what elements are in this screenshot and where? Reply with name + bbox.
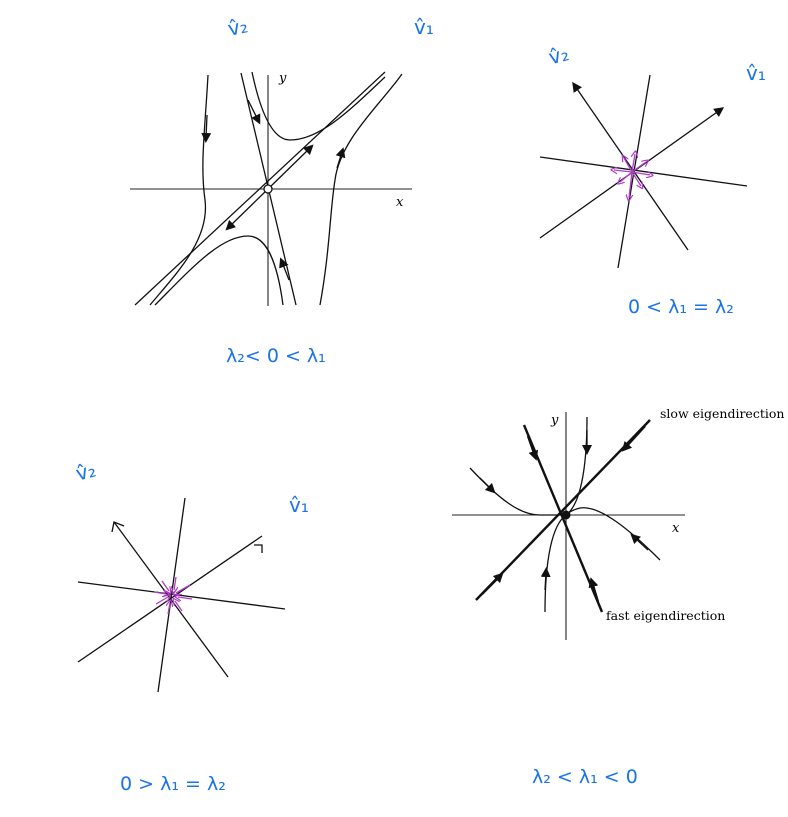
stable-star-v2-tick — [111, 521, 125, 533]
saddle-arrow-out-ne — [267, 144, 314, 190]
saddle-panel: v̂₂ v̂₁ x y λ₂< 0 < λ₁ — [130, 13, 434, 367]
stable-node-panel: x y slow eigendirection fast eigendirect… — [452, 406, 784, 788]
stable-star-v1-tick — [254, 544, 263, 553]
saddle-x-label: x — [396, 195, 404, 210]
stable-star-caption: 0 > λ₁ = λ₂ — [120, 773, 226, 795]
stable-star-inward-arrows — [153, 576, 193, 615]
saddle-trajectory-right-arrow — [335, 147, 346, 169]
stable-star-axis-h — [77, 581, 286, 610]
saddle-trajectory-left-arrow — [201, 114, 212, 143]
unstable-star-outward-arrows — [614, 154, 650, 198]
unstable-star-caption: 0 < λ₁ = λ₂ — [628, 296, 734, 318]
unstable-star-axis-h — [539, 156, 748, 187]
saddle-trajectory-left — [149, 74, 209, 306]
stable-node-trajectory-left-arrow — [479, 477, 496, 494]
stable-node-trajectory-right-arrow — [630, 533, 649, 551]
stable-node-trajectory-right — [565, 507, 661, 561]
stable-node-trajectory-bottom — [544, 514, 567, 613]
saddle-arrow-in-bottom — [279, 257, 290, 281]
saddle-v2-label: v̂₂ — [226, 13, 250, 41]
stable-node-y-label: y — [550, 413, 559, 428]
saddle-trajectory-lower — [154, 235, 284, 306]
saddle-trajectory-upper — [251, 71, 386, 141]
stable-star-v2-label: v̂₂ — [73, 457, 98, 485]
saddle-arrow-in-top — [247, 99, 261, 125]
stable-star-panel: v̂₂ v̂₁ 0 > λ₁ = λ₂ — [73, 457, 309, 795]
stable-node-trajectory-bottom-arrow — [540, 567, 551, 591]
stable-node-slow-arrow-top — [621, 425, 646, 452]
stable-node-fixed-point — [561, 510, 571, 520]
stable-node-slow-arrow-bottom — [481, 572, 504, 595]
unstable-star-panel: v̂₂ v̂₁ 0 < λ₁ = λ₂ — [539, 41, 766, 318]
saddle-trajectory-right — [319, 73, 403, 306]
stable-node-slow-label: slow eigendirection — [660, 406, 784, 421]
stable-node-x-label: x — [672, 521, 680, 536]
saddle-arrow-out-sw — [225, 188, 269, 231]
stable-node-caption: λ₂ < λ₁ < 0 — [532, 766, 638, 788]
stable-star-v1-label: v̂₁ — [289, 493, 309, 517]
saddle-caption: λ₂< 0 < λ₁ — [226, 345, 326, 367]
stable-node-fast-arrow-top — [526, 435, 539, 461]
saddle-fixed-point — [263, 184, 273, 194]
unstable-star-v1-label: v̂₁ — [746, 61, 766, 85]
saddle-v1-label: v̂₁ — [414, 15, 434, 39]
stable-node-trajectory-top — [565, 416, 588, 516]
stable-node-fast-label: fast eigendirection — [606, 608, 725, 623]
stable-node-slow-eigenline — [475, 419, 651, 601]
saddle-unstable-manifold — [134, 71, 386, 306]
saddle-y-label: y — [278, 71, 287, 86]
stable-node-fast-arrow-bottom — [588, 577, 600, 603]
unstable-star-eigen-v2 — [572, 81, 689, 251]
unstable-star-v2-label: v̂₂ — [546, 41, 571, 69]
